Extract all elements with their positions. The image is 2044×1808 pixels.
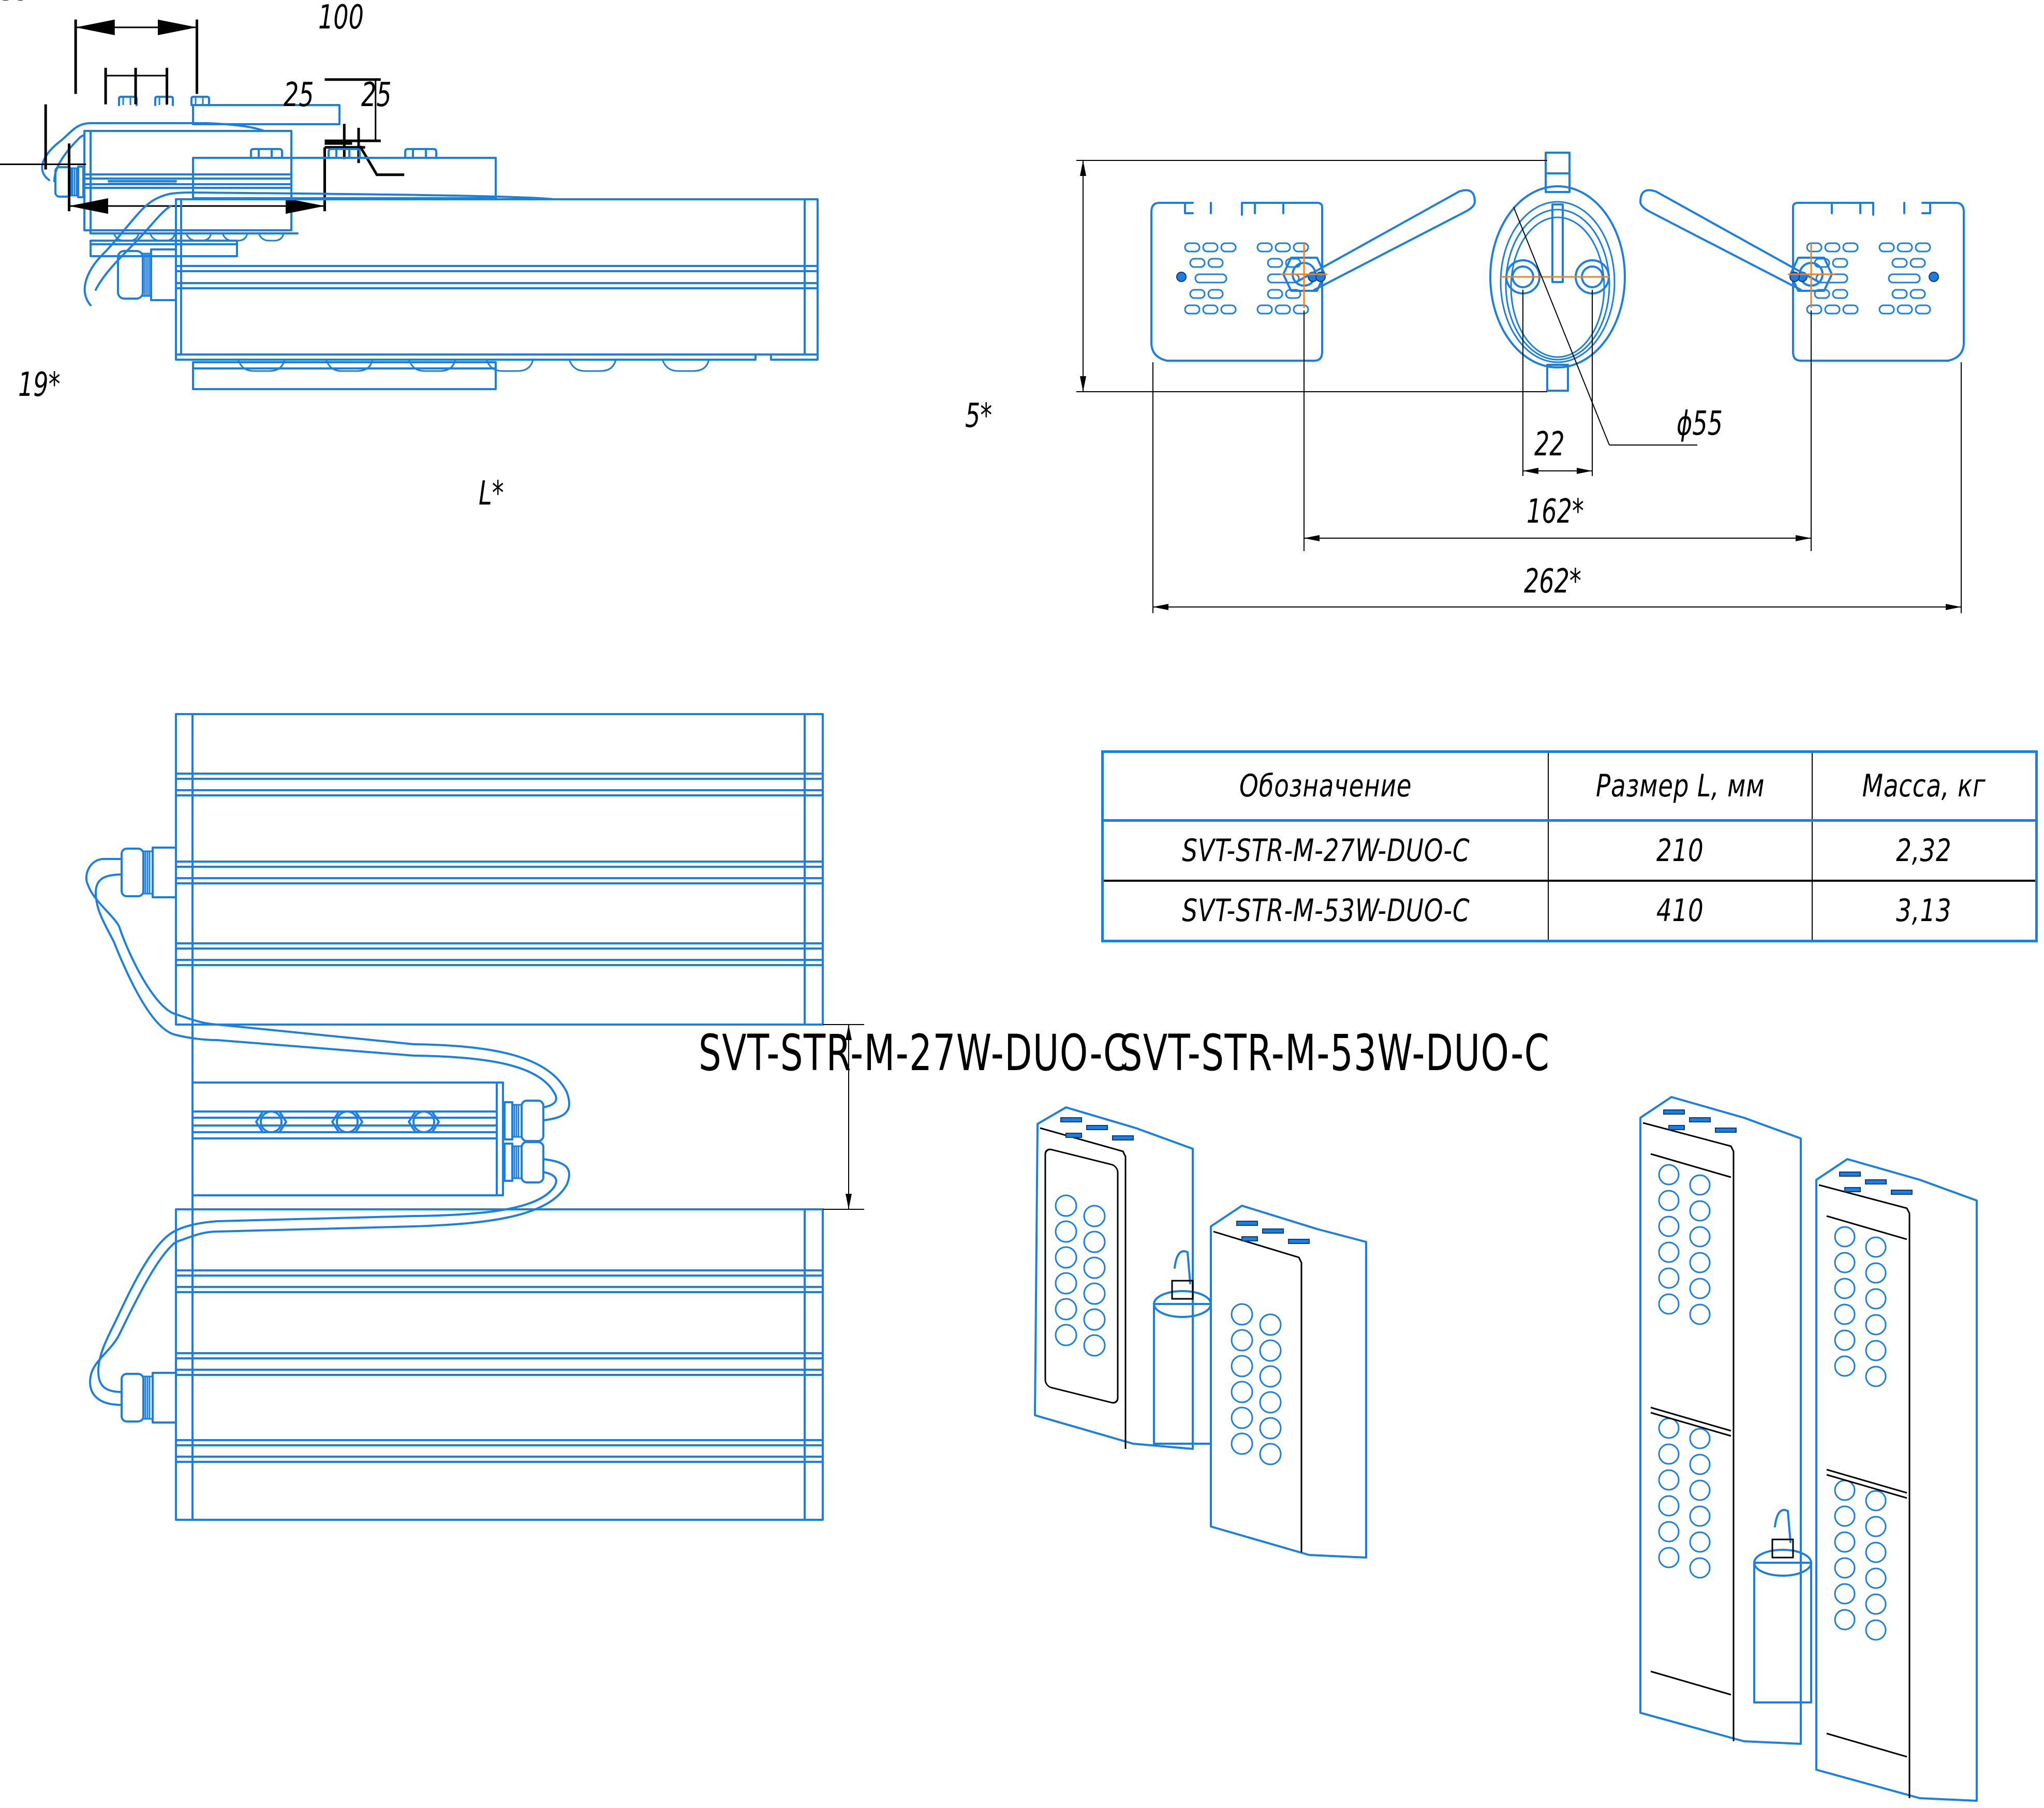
centerlines [1281,243,1834,308]
iso-label-53w: SVT-STR-M-53W-DUO-C [1120,1024,1550,1081]
bracket-base [90,240,238,257]
cable-gland [54,166,84,198]
mount-bracket [192,104,340,125]
dim-gap-bottom: 5* [965,396,992,435]
side-gland [117,250,144,300]
table-row: SVT-STR-M-27W-DUO-C 210 2,32 [1101,820,2038,882]
cell-mass: 3,13 [1812,881,2038,942]
iso-driver [1153,1250,1212,1445]
led-lenses [1055,1194,1106,1357]
left-module-profile [1150,202,1323,362]
col-designation: Обозначение [1101,750,1549,822]
dim-length: L* [479,474,504,513]
top-view-cables [85,858,570,1406]
cell-size-l: 410 [1548,881,1813,942]
cell-designation: SVT-STR-M-53W-DUO-C [1101,881,1549,942]
iso-label-27w: SVT-STR-M-27W-DUO-C [699,1024,1129,1081]
cell-designation: SVT-STR-M-27W-DUO-C [1101,820,1549,882]
left-module-slots [1184,242,1309,315]
iso-module-2 [1210,1205,1367,1559]
side-bolts [250,148,437,159]
left-bracket-arm [1295,189,1476,291]
top-view: 62* [0,0,864,1521]
iso-module [1034,1106,1194,1450]
cell-size-l: 210 [1548,820,1813,882]
dim-end-height: 75 [0,0,31,8]
dim-overall-width: 262* [1524,562,1581,601]
dim-diameter: ϕ55 [1677,404,1723,443]
cell-mass: 2,32 [1812,820,2038,882]
iso-driver-53w [1753,1509,1812,1703]
iso-module-long [1639,1096,1802,1745]
dim-bolt-pitch-1: 25 [284,76,314,114]
top-nut [1545,152,1571,174]
dim-bolt-pitch-2: 25 [361,76,392,114]
side-view-dimensions [0,19,405,214]
table-row: SVT-STR-M-53W-DUO-C 410 3,13 [1101,881,2038,942]
right-module-profile [1792,202,1965,362]
end-view: 75 22 ϕ55 162* 262* [0,0,1965,613]
lower-module [175,1208,824,1521]
end-view-dimensions [1076,160,1962,613]
cable [41,122,265,181]
center-slot [1551,203,1564,283]
spec-table: Обозначение Размер L, мм Масса, кг SVT-S… [1101,750,2038,942]
dim-bracket-width: 100 [318,0,364,37]
col-size-l: Размер L, мм [1548,750,1813,822]
bracket-bolts [118,96,210,106]
screw-icon [1176,272,1187,282]
side-view-body [83,148,819,390]
upper-module [175,713,824,1026]
top-view-side-glands [121,847,177,1424]
driver-housing [1489,152,1626,392]
dim-module-gap: 62* [0,0,42,8]
side-view [41,96,340,257]
dim-hole-spacing: 22 [1534,425,1565,464]
spec-table-header: Обозначение Размер L, мм Масса, кг [1101,750,2038,822]
iso-view-53w [1639,1096,1978,1802]
iso-view-27w [1034,1106,1367,1559]
bolt-head [255,1110,287,1133]
dim-gap-top: 2* [0,0,27,8]
dim-mount-spacing: 162* [1527,492,1584,531]
dim-gland-offset: 19* [18,365,61,404]
col-mass: Масса, кг [1812,750,2038,822]
driver-glands [503,1100,544,1183]
iso-module-long-2 [1815,1158,1978,1802]
dim-height-50: 50 [0,0,31,8]
side-bracket-base [192,361,497,390]
